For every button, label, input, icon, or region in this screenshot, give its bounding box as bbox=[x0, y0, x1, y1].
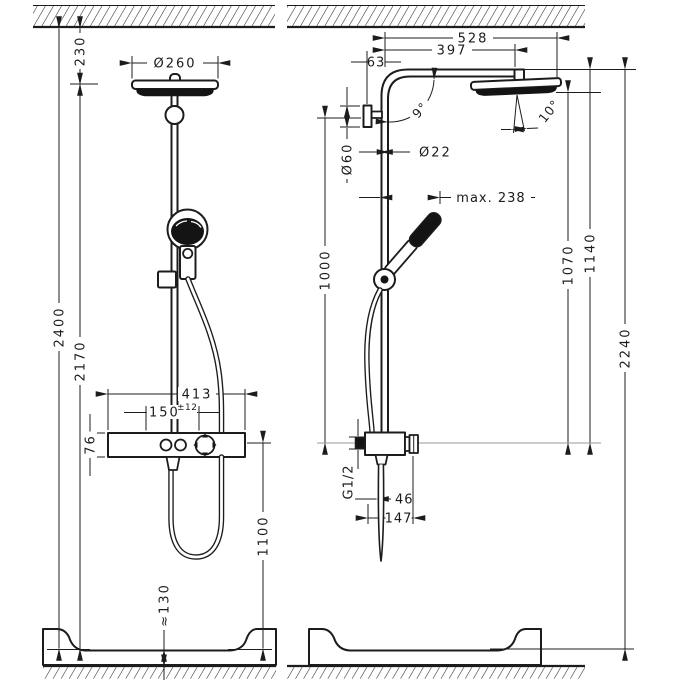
shower-hose-front-lower bbox=[165, 454, 225, 560]
dim-text-1070: 1070 bbox=[562, 244, 577, 285]
dim-text-397: 397 bbox=[437, 44, 468, 59]
supply-connection-side bbox=[354, 436, 366, 449]
dim-text-63: 63 bbox=[367, 56, 386, 71]
dim-text-76: 76 bbox=[84, 434, 99, 455]
dim-label-dia60: Ø60 bbox=[340, 139, 356, 179]
ceiling-hatch-front bbox=[33, 5, 275, 29]
dim-label-413: 413 bbox=[178, 387, 216, 403]
shower-hose-side bbox=[364, 287, 383, 434]
hanging-hose-side bbox=[377, 464, 385, 562]
dim-text-528: 528 bbox=[458, 32, 489, 47]
temperature-dial bbox=[194, 434, 216, 456]
dim-label-397: 397 bbox=[432, 43, 472, 59]
dim-text-1140: 1140 bbox=[584, 232, 599, 273]
dim-label-9deg: 9° bbox=[406, 96, 434, 124]
dim-text-130: ≈130 bbox=[158, 583, 173, 627]
dim-label-dia22: Ø22 bbox=[419, 146, 452, 161]
dim-text-max238: max. 238 bbox=[456, 191, 525, 206]
dim-label-76: 76 bbox=[83, 431, 99, 458]
dim-label-2170: 2170 bbox=[73, 337, 89, 385]
front-view: 230 Ø260 2400 2170 413 150 ±12 76 bbox=[33, 5, 277, 680]
dim-label-dia260: Ø260 bbox=[147, 56, 203, 72]
dim-text-1000: 1000 bbox=[319, 249, 334, 290]
dim-label-10deg: 10° bbox=[534, 95, 564, 127]
dim-text-413: 413 bbox=[182, 388, 213, 403]
dim-label-2240: 2240 bbox=[618, 324, 634, 372]
dim-label-130: ≈130 bbox=[157, 580, 173, 630]
hand-shower-holder-front bbox=[157, 270, 177, 289]
dim-text-2240: 2240 bbox=[619, 327, 634, 368]
dim-label-1100: 1100 bbox=[256, 512, 272, 560]
dim-text-dia60: Ø60 bbox=[341, 143, 356, 176]
dim-label-230: 230 bbox=[73, 33, 89, 69]
dim-text-46: 46 bbox=[395, 493, 414, 508]
shower-hose-front-upper bbox=[185, 276, 225, 435]
hand-shower-front bbox=[157, 208, 209, 289]
hand-shower-side bbox=[373, 212, 442, 291]
angle-10-annotation bbox=[501, 94, 539, 134]
swivel-ring-front bbox=[164, 105, 185, 125]
dim-text-2400: 2400 bbox=[53, 306, 68, 347]
dim-label-1140: 1140 bbox=[583, 229, 599, 277]
dim-63 bbox=[351, 51, 401, 104]
shower-tray-front bbox=[42, 628, 277, 666]
thermostat-front bbox=[107, 432, 246, 458]
dim-text-230: 230 bbox=[74, 36, 89, 67]
hand-shower-head-side bbox=[409, 212, 441, 247]
hose-outlet-front bbox=[165, 456, 181, 471]
side-view: 528 397 63 9° 10° Ø60 Ø22 max. 238 bbox=[287, 5, 636, 679]
thermostat-side bbox=[354, 431, 419, 562]
dim-label-150: 150 ±12 bbox=[147, 403, 198, 421]
dim-label-2400: 2400 bbox=[52, 303, 68, 351]
overhead-shower-front bbox=[131, 73, 219, 97]
dim-text-dia22: Ø22 bbox=[419, 146, 452, 161]
dim-label-max238: max. 238 bbox=[451, 190, 531, 206]
floor-hatch-front bbox=[43, 664, 276, 679]
thermostat-body-side bbox=[364, 431, 406, 456]
overhead-shower-side bbox=[469, 68, 563, 96]
dim-150 bbox=[124, 406, 221, 431]
hand-shower-button-front bbox=[182, 247, 194, 259]
shower-tray-side bbox=[308, 628, 634, 666]
hose-outlet-side bbox=[374, 454, 389, 466]
dim-text-g12: G1/2 bbox=[342, 465, 357, 500]
dim-text-147: 147 bbox=[385, 512, 413, 527]
dim-label-1070: 1070 bbox=[561, 241, 577, 289]
dim-label-1000: 1000 bbox=[318, 246, 334, 294]
select-button-2 bbox=[174, 438, 187, 452]
dim-label-46: 46 bbox=[395, 493, 414, 508]
dim-text-1100: 1100 bbox=[257, 515, 272, 556]
ceiling-hatch-side bbox=[287, 5, 585, 29]
dim-1140 bbox=[522, 57, 636, 455]
riser-pipe-front bbox=[164, 95, 185, 434]
floor-hatch-side bbox=[287, 664, 585, 679]
dim-text-150: 150 bbox=[149, 406, 180, 421]
wall-escutcheon-side bbox=[362, 104, 373, 128]
dim-label-147: 147 bbox=[385, 511, 413, 527]
wall-bracket-side bbox=[362, 104, 383, 128]
dim-label-63: 63 bbox=[367, 55, 386, 71]
dim-label-g12: G1/2 bbox=[341, 459, 357, 505]
dim-text-2170: 2170 bbox=[74, 340, 89, 381]
dim-text-150-tolerance: ±12 bbox=[177, 403, 198, 413]
dim-label-528: 528 bbox=[453, 31, 493, 47]
select-button-1 bbox=[159, 438, 173, 452]
dim-text-dia260: Ø260 bbox=[153, 57, 196, 72]
